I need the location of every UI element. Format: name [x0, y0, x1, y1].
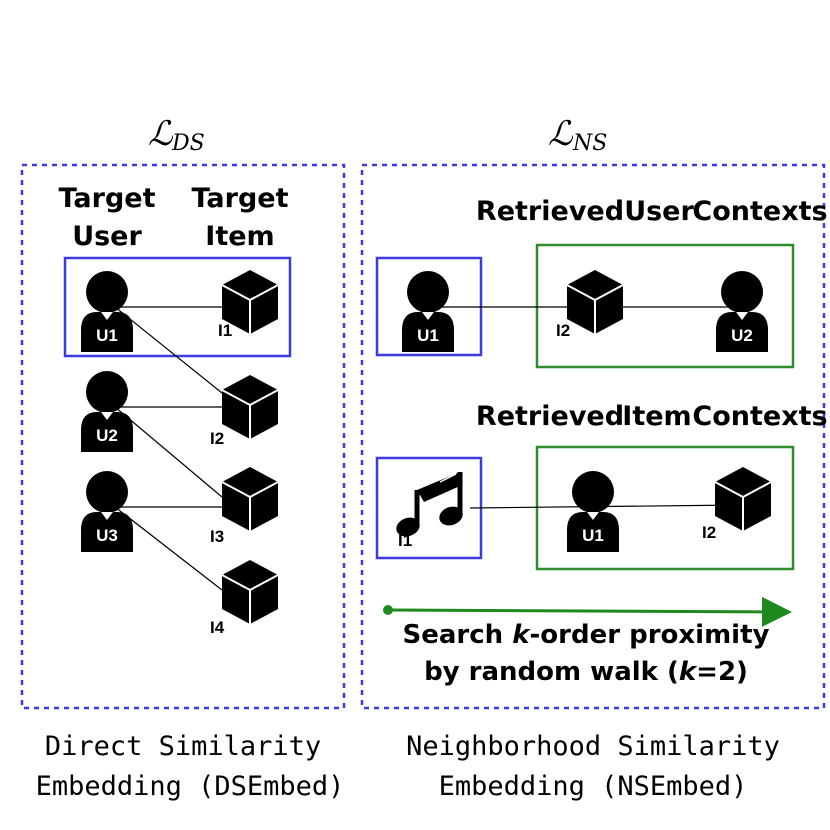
- target-item-heading-line1: Target: [191, 183, 288, 214]
- user-label-u3: U3: [96, 526, 118, 545]
- item-contexts-heading-item: Item: [622, 401, 691, 432]
- search-caption-line1: Search k-order proximity: [403, 620, 770, 650]
- target-user-heading-line2: User: [72, 221, 142, 252]
- item-label-i4: I4: [210, 618, 225, 637]
- edge-u3-i4: [114, 506, 223, 591]
- right-loss-subscript: NS: [572, 131, 607, 156]
- user-contexts-heading-user: User: [624, 196, 694, 227]
- user-contexts-box: [535, 243, 795, 369]
- target-item-box: [375, 456, 483, 560]
- right-panel-border: [360, 163, 826, 710]
- item-row-target-label: I1: [398, 531, 412, 550]
- right-panel: ℒ NS Retrieved User Contexts U1 I2 U2 Re…: [360, 114, 828, 802]
- right-loss-symbol: ℒ: [548, 114, 574, 154]
- music-note-icon: [396, 469, 463, 537]
- user-row-target-label: U1: [417, 326, 439, 345]
- user-label-u2: U2: [96, 426, 118, 445]
- item-contexts-box: [535, 445, 795, 571]
- target-user-heading-line1: Target: [58, 183, 155, 214]
- left-loss-subscript: DS: [171, 131, 205, 156]
- item-row-ctx-item-label: I2: [702, 523, 716, 542]
- user-contexts-heading-retrieved: Retrieved: [476, 196, 624, 227]
- user-row-ctx-user-label: U2: [731, 326, 753, 345]
- item-label-i3: I3: [210, 527, 224, 546]
- edge-u1-i2: [114, 306, 223, 394]
- item-contexts-heading-retrieved: Retrieved: [476, 401, 624, 432]
- cube-icon: [566, 269, 624, 335]
- target-pair-box: [63, 256, 292, 358]
- item-label-i2: I2: [210, 429, 224, 448]
- right-caption-line2: Embedding (NSEmbed): [439, 771, 748, 802]
- user-row-ctx-item-label: I2: [556, 321, 570, 340]
- cube-icon: [221, 374, 279, 440]
- left-caption-line1: Direct Similarity: [45, 731, 321, 762]
- cube-icon: [714, 466, 772, 532]
- right-caption-line1: Neighborhood Similarity: [406, 731, 780, 762]
- search-caption-line2: by random walk (k=2): [424, 657, 748, 687]
- item-label-i1: I1: [218, 321, 232, 340]
- cube-icon: [221, 559, 279, 625]
- search-arrow: [387, 596, 792, 627]
- edge-u2-i3: [114, 406, 223, 498]
- user-contexts-heading-contexts: Contexts: [692, 196, 827, 227]
- cube-icon: [221, 466, 279, 532]
- left-panel-border: [20, 163, 346, 710]
- left-loss-symbol: ℒ: [148, 114, 174, 154]
- item-contexts-heading-contexts: Contexts: [692, 401, 827, 432]
- item-row-ctx-user-label: U1: [582, 526, 604, 545]
- left-caption-line2: Embedding (DSEmbed): [36, 771, 345, 802]
- left-panel: ℒ DS Target User Target Item U1 U2 U3 I1…: [20, 114, 346, 802]
- target-item-heading-line2: Item: [205, 221, 274, 252]
- user-label-u1: U1: [96, 326, 118, 345]
